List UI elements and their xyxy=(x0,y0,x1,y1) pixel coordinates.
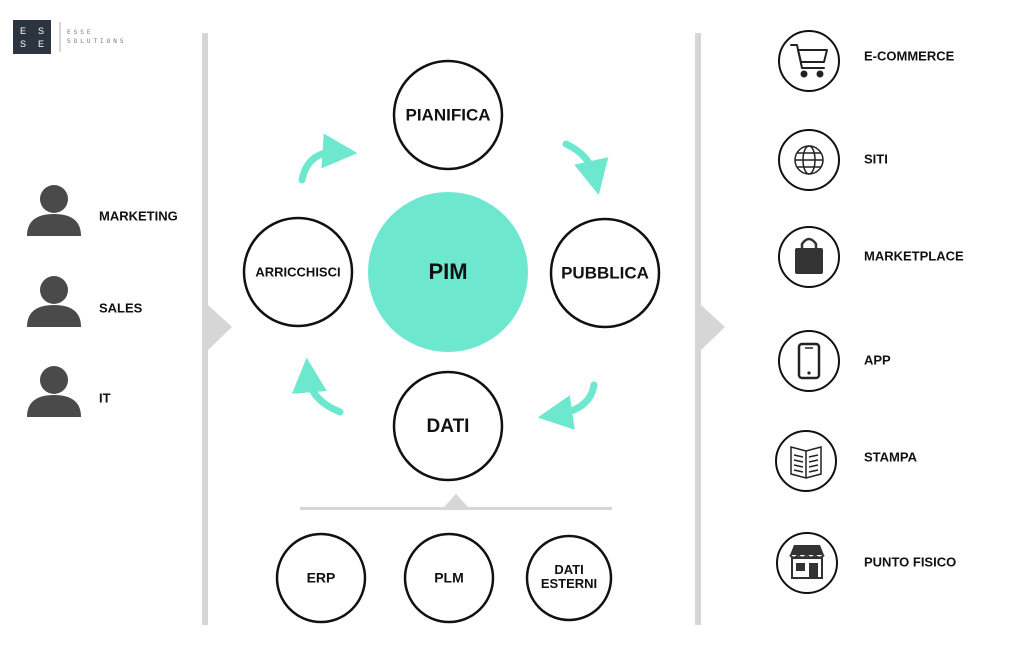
node-dati-label: DATI xyxy=(427,416,470,437)
user-label-sales: SALES xyxy=(99,300,143,315)
channels-column: E-COMMERCE SITI MARKETPLACE APP xyxy=(775,30,964,594)
storefront-icon xyxy=(789,545,825,579)
arrow-arricchisci-to-pianifica xyxy=(298,133,358,184)
node-arricchisci xyxy=(242,216,354,328)
logo-letter: S xyxy=(38,26,44,36)
source-dati-esterni-word: DATI xyxy=(554,562,583,577)
smartphone-icon xyxy=(797,342,821,380)
user-label-it: IT xyxy=(99,390,111,405)
node-pubblica-label: PUBBLICA xyxy=(561,263,649,282)
logo-box xyxy=(13,20,51,54)
channel-label-ecommerce: E-COMMERCE xyxy=(864,48,955,63)
right-divider-pointer xyxy=(701,305,725,350)
channel-label-app: APP xyxy=(864,352,891,367)
pim-center-label: PIM xyxy=(428,259,467,284)
node-dati xyxy=(392,370,504,482)
person-icon xyxy=(27,276,81,327)
shopping-bag-icon xyxy=(795,237,823,274)
logo-letter: S xyxy=(20,39,26,49)
sources-bar xyxy=(300,507,612,510)
node-pubblica xyxy=(549,217,661,329)
source-erp xyxy=(275,532,367,624)
source-dati-esterni xyxy=(525,534,613,622)
brand-name-line2: SOLUTIONS xyxy=(67,38,127,45)
sources-pointer xyxy=(444,494,468,507)
person-icon xyxy=(27,185,81,236)
arrow-pubblica-to-dati xyxy=(537,381,598,430)
brand-logo: E S S E ESSE SOLUTIONS xyxy=(13,20,127,54)
left-divider-pointer xyxy=(208,305,232,350)
node-arricchisci-label: ARRICCHISCI xyxy=(255,264,340,279)
node-pianifica-label: PIANIFICA xyxy=(406,105,491,124)
left-divider xyxy=(202,33,232,625)
pim-center-circle xyxy=(368,192,528,352)
node-pianifica xyxy=(392,59,504,171)
logo-letter: E xyxy=(38,39,44,49)
channel-label-stampa: STAMPA xyxy=(864,449,918,464)
arrow-dati-to-arricchisci xyxy=(291,357,344,416)
person-icon xyxy=(27,366,81,417)
cart-icon xyxy=(790,44,828,78)
channel-label-marketplace: MARKETPLACE xyxy=(864,248,964,263)
user-label-marketing: MARKETING xyxy=(99,208,178,223)
pim-cycle: PIM PIANIFICA PUBBLICA DATI ARRICCHISCI xyxy=(242,59,661,482)
arrow-pianifica-to-pubblica xyxy=(562,140,609,196)
channel-circle-app xyxy=(778,330,840,392)
right-divider xyxy=(695,33,725,625)
brand-name-line1: ESSE xyxy=(67,29,93,36)
channel-label-punto-fisico: PUNTO FISICO xyxy=(864,554,956,569)
users-column: MARKETING SALES IT xyxy=(27,185,178,417)
channel-circle-punto-fisico xyxy=(776,532,838,594)
source-plm-label: PLM xyxy=(434,570,464,586)
source-dati-esterni-word: ESTERNI xyxy=(541,576,597,591)
source-plm xyxy=(403,532,495,624)
source-erp-label: ERP xyxy=(307,570,336,586)
logo-letter: E xyxy=(20,26,26,36)
channel-label-siti: SITI xyxy=(864,151,888,166)
globe-icon xyxy=(794,145,824,175)
newspaper-icon xyxy=(790,446,822,479)
